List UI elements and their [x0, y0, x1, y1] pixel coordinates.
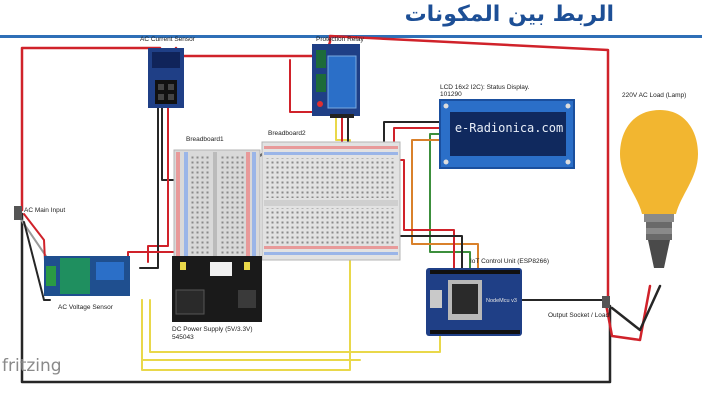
- lamp-icon: [620, 110, 698, 268]
- wire-lcd-green: [429, 133, 471, 269]
- mcu-silk-label: NodeMcu v3: [486, 298, 517, 304]
- label-ac-current-sensor: AC Current Sensor: [140, 36, 195, 43]
- wire-input-red: [23, 213, 47, 283]
- label-lcd-line1: LCD 16x2 I2C): Status Display.: [440, 84, 530, 91]
- label-ac-voltage-sensor: AC Voltage Sensor: [58, 304, 113, 311]
- dc-power-supply: [172, 256, 262, 322]
- ac-current-sensor: [148, 48, 184, 108]
- output-socket: [602, 296, 610, 308]
- wire-input-black: [23, 221, 51, 301]
- wire-lamp-black: [610, 284, 662, 332]
- iot-control-unit: [426, 268, 522, 336]
- ac-main-input-plug: [14, 206, 22, 220]
- label-ac-main-input: AC Main Input: [24, 207, 66, 214]
- lcd-display: [439, 99, 575, 169]
- protection-relay: [312, 44, 360, 118]
- wire-psu-red: [127, 251, 177, 263]
- label-lcd-line2: 101290: [440, 91, 462, 98]
- wire-lcd-orange: [411, 139, 479, 269]
- wire-current-black: [161, 107, 177, 181]
- header-bar: [0, 0, 702, 36]
- wire-main-red-top: [20, 46, 162, 212]
- label-power-supply-line2: 545043: [172, 334, 194, 341]
- label-iot-unit: IoT Control Unit (ESP8266): [470, 258, 549, 265]
- label-lamp: 220V AC Load (Lamp): [622, 92, 687, 99]
- lcd-screen-text: e-Radionica.com: [454, 121, 564, 135]
- wire-psu-yellow: [149, 299, 441, 353]
- label-power-supply-line1: DC Power Supply (5V/3.3V): [172, 326, 253, 333]
- label-protection-relay: Protection Relay: [316, 36, 364, 43]
- fritzing-watermark: fritzing: [2, 356, 62, 376]
- label-output-socket: Output Socket / Load: [548, 312, 610, 319]
- wire-psu-yellow-2: [141, 299, 361, 361]
- wire-lamp-red: [604, 284, 652, 342]
- wire-main-black-bottom: [20, 212, 612, 384]
- page-title: الربط بين المكونات: [404, 2, 614, 27]
- label-breadboard2: Breadboard2: [268, 130, 306, 137]
- ac-voltage-sensor: [44, 256, 130, 296]
- label-breadboard1: Breadboard1: [186, 136, 224, 143]
- breadboard-1: [173, 149, 261, 261]
- wire-current-black-2: [139, 107, 159, 269]
